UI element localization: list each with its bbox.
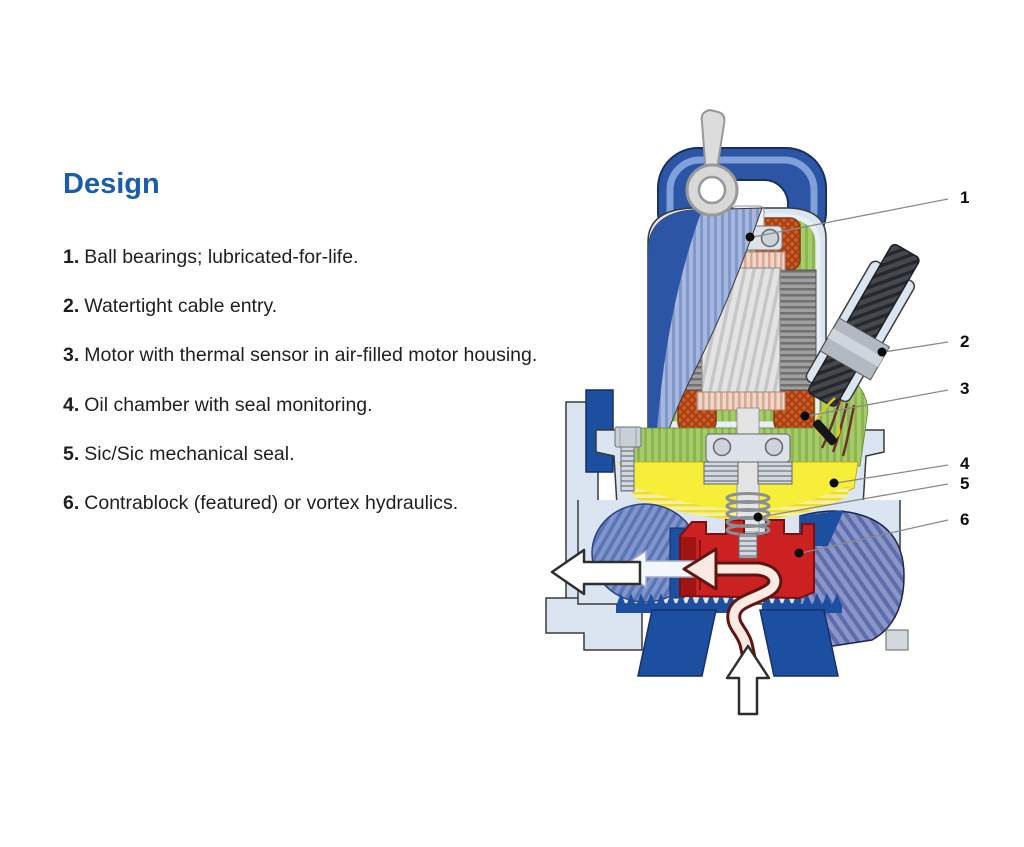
motor-leads	[812, 397, 856, 457]
flow-arrows	[550, 547, 783, 716]
item-text: Sic/Sic mechanical seal.	[84, 443, 295, 465]
housing-dome	[647, 207, 763, 433]
item-text: Ball bearings; lubricated-for-life.	[84, 246, 359, 268]
item-number: 1.	[63, 246, 80, 268]
design-item-4: 4.Oil chamber with seal monitoring.	[63, 394, 373, 416]
page-title: Design	[63, 168, 160, 200]
item-text: Motor with thermal sensor in air-filled …	[84, 344, 538, 366]
callout-3: 3	[800, 379, 969, 421]
item-number: 5.	[63, 443, 80, 465]
callout-2: 2	[877, 332, 969, 357]
power-cable	[808, 243, 920, 407]
thermal-sensor	[812, 419, 838, 446]
discharge-flow-arrow	[550, 548, 642, 596]
callout-number-1: 1	[960, 188, 969, 207]
item-text: Oil chamber with seal monitoring.	[84, 394, 373, 416]
callout-5: 5	[753, 474, 969, 522]
callouts: 1 2 3 4 5	[745, 188, 970, 558]
lifting-lever	[685, 108, 739, 217]
callout-1: 1	[745, 188, 969, 242]
cable-entry	[805, 243, 920, 407]
callout-number-3: 3	[960, 379, 969, 398]
suction-flow-arrow	[725, 644, 771, 716]
callout-number-4: 4	[960, 454, 970, 473]
callout-number-2: 2	[960, 332, 969, 351]
callout-4: 4	[829, 454, 970, 488]
design-item-2: 2.Watertight cable entry.	[63, 295, 278, 317]
pump-feet	[637, 609, 839, 677]
item-number: 4.	[63, 394, 80, 416]
item-number: 6.	[63, 492, 80, 514]
item-number: 2.	[63, 295, 80, 317]
callout-6: 6	[794, 510, 969, 558]
impeller-flow-arrow	[707, 564, 780, 663]
design-item-6: 6.Contrablock (featured) or vortex hydra…	[63, 492, 459, 514]
hex-bolt	[614, 426, 642, 492]
callout-number-6: 6	[960, 510, 969, 529]
callout-number-5: 5	[960, 474, 969, 493]
item-number: 3.	[63, 344, 80, 366]
sensor-wire	[814, 397, 841, 440]
rotor-core	[696, 251, 786, 411]
design-item-1: 1.Ball bearings; lubricated-for-life.	[63, 246, 359, 268]
item-text: Watertight cable entry.	[84, 295, 278, 317]
design-item-3: 3.Motor with thermal sensor in air-fille…	[63, 344, 538, 366]
drain-plug	[885, 629, 909, 651]
lower-ball-bearing	[703, 433, 793, 485]
item-text: Contrablock (featured) or vortex hydraul…	[84, 492, 459, 514]
strainer-teeth	[616, 593, 842, 613]
mechanical-seal	[725, 492, 771, 559]
design-item-5: 5.Sic/Sic mechanical seal.	[63, 443, 295, 465]
